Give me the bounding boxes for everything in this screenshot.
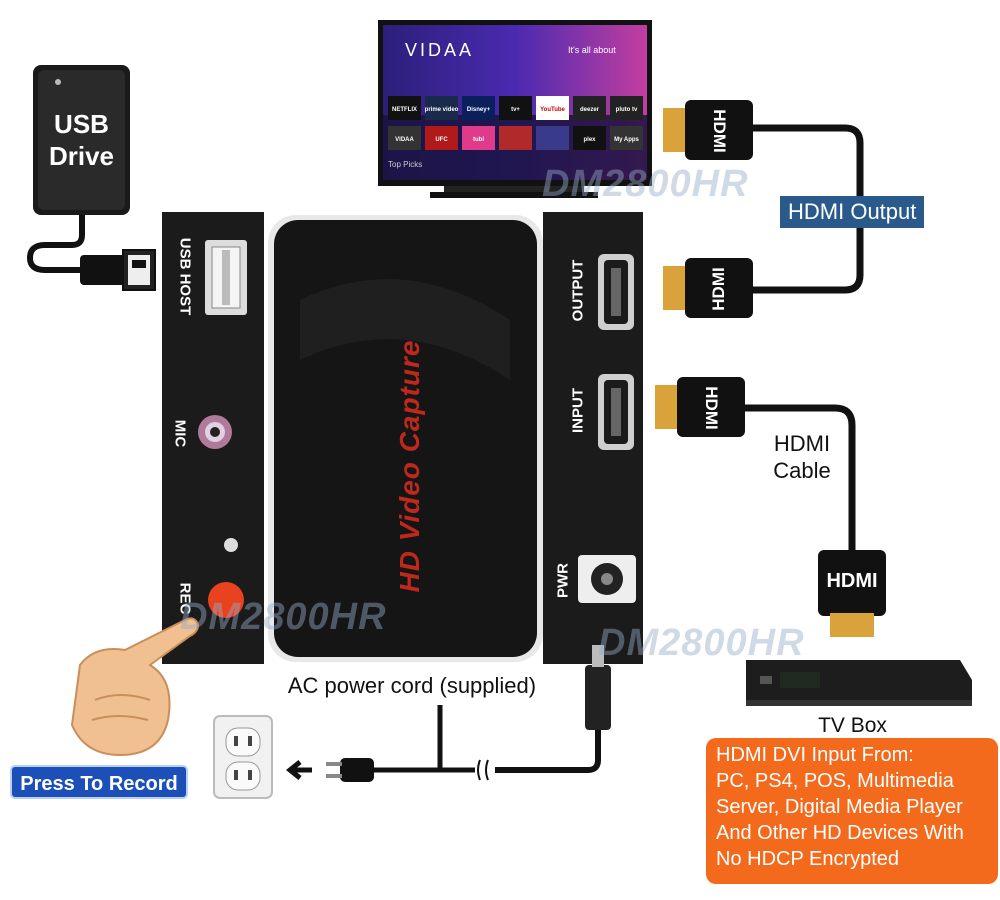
tv-section-label: Top Picks bbox=[388, 160, 423, 169]
status-led-icon bbox=[224, 538, 238, 552]
usb-host-port-icon bbox=[205, 240, 247, 315]
hdmi-output-port-icon bbox=[598, 254, 634, 330]
tv-box-label: TV Box bbox=[818, 714, 887, 737]
tv-app-label: prime video bbox=[425, 107, 459, 113]
tv-app-label: deezer bbox=[580, 107, 600, 113]
tv-app-tile bbox=[610, 96, 643, 120]
hdmi-input-port-icon bbox=[598, 374, 634, 450]
tv-app-tile bbox=[573, 126, 606, 150]
hdmi-input-cable bbox=[745, 404, 856, 550]
usb-plug-icon bbox=[80, 249, 156, 291]
hdmi-plug-tvbox-icon bbox=[818, 550, 886, 637]
usb-host-label: USB HOST bbox=[176, 237, 194, 316]
tv-app-tile bbox=[499, 96, 532, 120]
tv-tagline: It's all about bbox=[568, 45, 616, 55]
tv-app-label: tv+ bbox=[511, 107, 520, 113]
capture-device-body bbox=[268, 215, 543, 662]
tv-app-tile bbox=[425, 96, 458, 120]
info-box-line: Server, Digital Media Player bbox=[716, 796, 963, 818]
tv-app-tile bbox=[499, 126, 532, 150]
hdmi-plug-tv-text: HDMI bbox=[710, 109, 729, 153]
mic-jack-icon bbox=[198, 415, 232, 449]
power-cord bbox=[326, 645, 611, 782]
device-title: HD Video Capture bbox=[394, 339, 425, 593]
info-box-line: HDMI DVI Input From: bbox=[716, 744, 914, 766]
hdmi-plug-tvbox-text: HDMI bbox=[826, 570, 878, 592]
info-box-line: And Other HD Devices With bbox=[716, 822, 964, 844]
tv-brand: VIDAA bbox=[405, 40, 475, 60]
watermark-left: DM2800HR bbox=[180, 596, 387, 638]
tv-app-label: VIDAA bbox=[395, 137, 414, 143]
tv-app-tile bbox=[388, 126, 421, 150]
tv-app-label: plex bbox=[583, 137, 596, 143]
tv-app-label: Disney+ bbox=[467, 107, 491, 113]
mic-label: MIC bbox=[171, 419, 189, 448]
compatible-sources-info-box: HDMI DVI Input From: PC, PS4, POS, Multim… bbox=[706, 738, 998, 884]
info-box-line: PC, PS4, POS, Multimedia bbox=[716, 770, 954, 792]
ac-power-label: AC power cord (supplied) bbox=[287, 673, 537, 698]
hdmi-cable-label: HDMI Cable bbox=[762, 430, 842, 484]
tv-app-label: pluto tv bbox=[616, 107, 638, 113]
hdmi-plug-output-text: HDMI bbox=[709, 267, 728, 311]
tv-app-tiles: NETFLIX prime video Disney+ tv+ YouTube deeze… bbox=[388, 96, 643, 150]
tv-app-tile bbox=[462, 96, 495, 120]
watermark-top: DM2800HR bbox=[542, 163, 749, 205]
input-label: INPUT bbox=[569, 388, 587, 433]
output-label: OUTPUT bbox=[569, 259, 587, 322]
hdmi-output-label: HDMI Output bbox=[780, 196, 925, 228]
power-jack-icon bbox=[578, 555, 636, 603]
usb-drive-label-line2: Drive bbox=[48, 141, 115, 171]
hdmi-plug-input-text: HDMI bbox=[702, 386, 721, 430]
rec-button-icon bbox=[208, 582, 244, 618]
tv-app-label: My Apps bbox=[614, 137, 639, 143]
tv-app-tile bbox=[425, 126, 458, 150]
tv-app-tile bbox=[462, 126, 495, 150]
hdmi-cable-label-line1: HDMI bbox=[773, 431, 831, 456]
tv-app-tile bbox=[536, 126, 569, 150]
tv-box-icon bbox=[746, 660, 972, 706]
hdmi-plug-output-icon bbox=[663, 258, 753, 318]
usb-cable bbox=[26, 215, 85, 273]
tv-app-tile bbox=[610, 126, 643, 150]
usb-drive-icon bbox=[33, 65, 130, 215]
tv-app-tile bbox=[536, 96, 569, 120]
tv-app-label: tubi bbox=[473, 137, 484, 143]
press-to-record-label: Press To Record bbox=[10, 765, 188, 799]
tv-app-label: NETFLIX bbox=[392, 107, 417, 113]
info-box-line: No HDCP Encrypted bbox=[716, 848, 900, 870]
usb-drive-label-line1: USB bbox=[54, 109, 109, 139]
hand-pointer-icon bbox=[70, 617, 200, 757]
tv-app-tile bbox=[573, 96, 606, 120]
watermark-bottom: DM2800HR bbox=[598, 622, 805, 664]
hdmi-cable-label-line2: Cable bbox=[773, 458, 831, 483]
tv-app-tile bbox=[388, 96, 421, 120]
pwr-label: PWR bbox=[554, 563, 572, 598]
hdmi-plug-input-icon bbox=[655, 377, 745, 437]
usb-drive-label: USB Drive bbox=[38, 108, 125, 172]
tv-app-label: UFC bbox=[435, 137, 448, 143]
tv-app-label: YouTube bbox=[540, 107, 565, 113]
arrow-left-icon bbox=[285, 760, 312, 780]
hdmi-plug-tv-icon bbox=[663, 100, 753, 160]
wall-outlet-icon bbox=[213, 715, 273, 799]
